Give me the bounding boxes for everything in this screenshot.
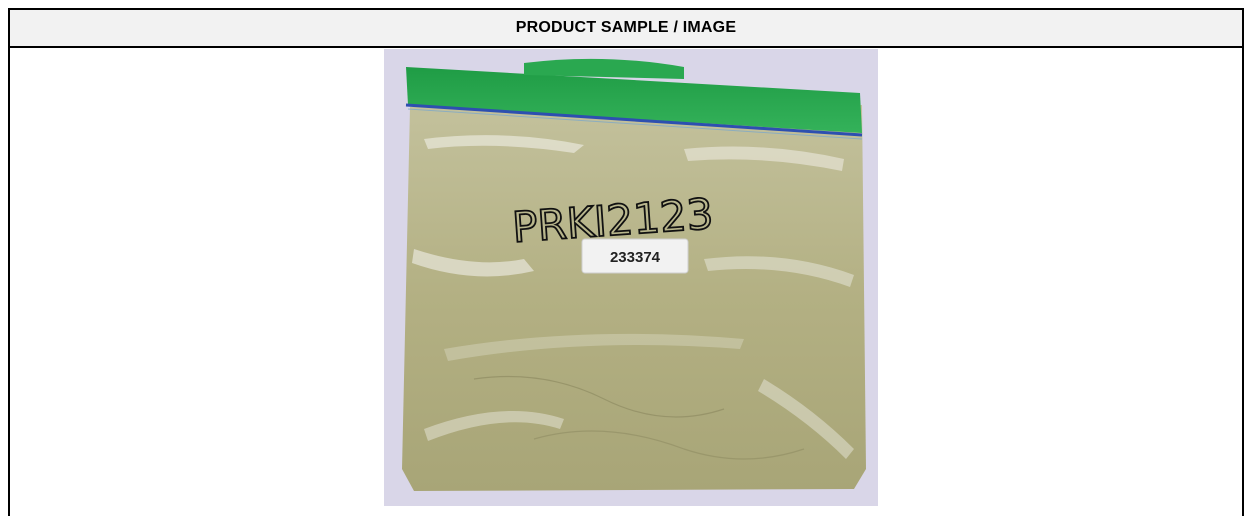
bag-body <box>402 105 866 491</box>
section-header: PRODUCT SAMPLE / IMAGE <box>8 8 1244 48</box>
label-number: 233374 <box>610 249 661 266</box>
product-sample-photo: PRKI2123 233374 <box>384 49 878 506</box>
section-body <box>8 46 1244 516</box>
shine-7 <box>758 379 854 459</box>
shine-1 <box>424 135 584 153</box>
product-sample-illustration: PRKI2123 233374 <box>384 49 878 506</box>
powder-crack-1 <box>473 375 725 418</box>
zipper-band <box>406 67 862 133</box>
shine-6 <box>424 411 564 441</box>
section-title: PRODUCT SAMPLE / IMAGE <box>515 19 737 36</box>
shine-2 <box>684 146 844 171</box>
label-sticker <box>581 238 689 274</box>
zipper-tab <box>524 58 684 79</box>
shine-3 <box>412 249 534 277</box>
zipper-blue-line <box>405 103 863 137</box>
shine-5 <box>444 333 744 361</box>
shine-4 <box>704 256 854 287</box>
zipper-seal-line <box>407 108 863 140</box>
powder-crack-2 <box>533 430 805 460</box>
